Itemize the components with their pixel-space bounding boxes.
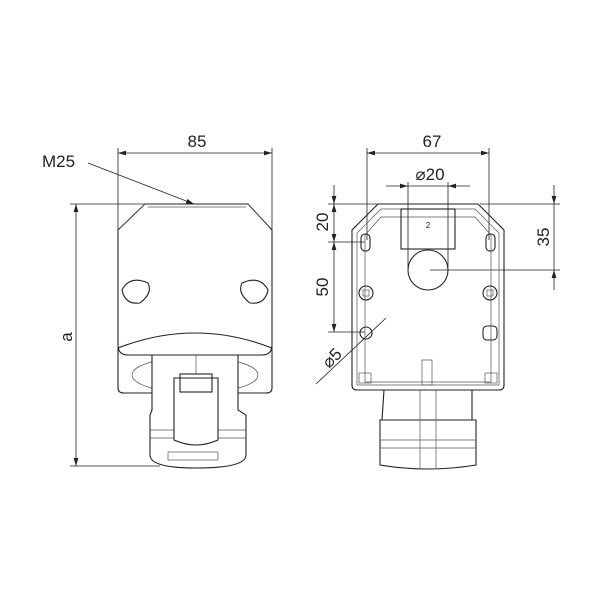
dim-50-label: 50: [313, 278, 332, 297]
dim-dia20-label: ⌀20: [415, 165, 444, 184]
connector-rear: [379, 389, 477, 470]
base-plate: 2: [351, 203, 505, 391]
thread-callout: M25: [42, 152, 195, 205]
hole-dimension-20: ⌀20: [386, 165, 470, 268]
dim-35-label: 35: [534, 228, 553, 247]
width-dimension-85: 85: [117, 132, 273, 232]
terminal-marking: 2: [426, 221, 431, 230]
dim-dia5-label: ⌀5: [318, 344, 345, 371]
mount-hole-dimension: ⌀5: [315, 317, 387, 385]
cable-entry-hole: [407, 249, 449, 291]
rear-view: 67 ⌀20 20 50 35 ⌀5 2: [313, 132, 560, 470]
dim-a-label: a: [57, 332, 76, 342]
left-vertical-dimensions: 20 50: [313, 185, 380, 333]
dim-20-label: 20: [313, 213, 332, 232]
width-dimension-67: 67: [366, 132, 490, 240]
front-view: 85 M25 a: [42, 132, 273, 469]
dim-67-label: 67: [423, 132, 442, 151]
thread-label: M25: [42, 152, 75, 171]
height-dimension-a: a: [57, 203, 160, 467]
right-vertical-dimension: 35: [430, 185, 560, 290]
mount-hole: [359, 326, 373, 340]
connector-front: [149, 354, 247, 469]
dim-85-label: 85: [188, 132, 207, 151]
